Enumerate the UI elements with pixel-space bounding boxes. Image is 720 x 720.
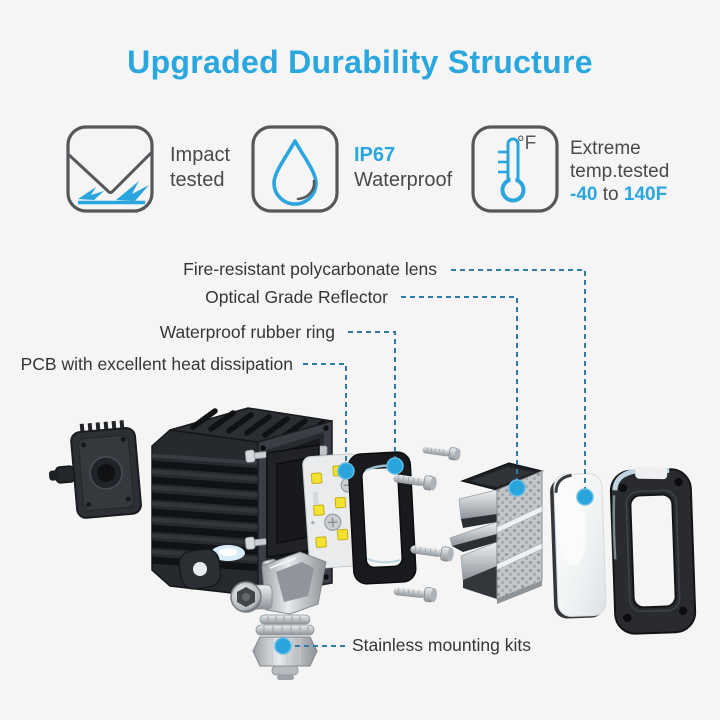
- feature-temperature-line1: Extreme: [570, 138, 641, 159]
- callout-label-ring: Waterproof rubber ring: [159, 322, 335, 342]
- impact-icon: [65, 124, 155, 214]
- part-reflector: [449, 462, 544, 604]
- thermometer-icon: [470, 124, 560, 214]
- callout-dot-reflector: [508, 479, 526, 497]
- callout-label-pcb: PCB with excellent heat dissipation: [20, 354, 293, 374]
- part-ring: [347, 451, 417, 585]
- callout-dot-ring: [386, 457, 404, 475]
- temp-range-low: -40: [570, 184, 598, 205]
- temp-range-high: 140F: [623, 184, 668, 205]
- feature-waterproof: IP67 Waterproof: [354, 143, 452, 193]
- feature-waterproof-line2: Waterproof: [354, 169, 453, 191]
- fahrenheit-unit-label: °F: [517, 133, 537, 154]
- feature-temperature: Extreme temp.tested -40 to 140F: [570, 137, 669, 206]
- temp-range-mid: to: [602, 184, 619, 205]
- page-title: Upgraded Durability Structure: [127, 44, 593, 80]
- feature-impact-line1: Impact: [170, 144, 231, 166]
- leader-line-pcb: [303, 363, 347, 463]
- feature-impact: Impact tested: [170, 143, 230, 193]
- part-back-plate: [48, 420, 142, 519]
- part-bezel: [609, 466, 697, 635]
- callout-dot-mount: [274, 637, 292, 655]
- leader-line-reflector: [401, 296, 518, 480]
- callout-dot-lens: [576, 488, 594, 506]
- feature-waterproof-line1: IP67: [354, 144, 396, 166]
- feature-temperature-range: -40 to 140F: [570, 183, 669, 206]
- leader-line-ring: [348, 331, 396, 458]
- callout-label-reflector: Optical Grade Reflector: [205, 287, 388, 307]
- callout-label-mount: Stainless mounting kits: [352, 635, 531, 655]
- feature-temperature-line2: temp.tested: [570, 161, 670, 182]
- part-screws: [393, 446, 461, 603]
- leader-line-lens: [451, 269, 586, 490]
- waterproof-drop-icon: [250, 124, 340, 214]
- feature-impact-line2: tested: [170, 169, 225, 191]
- part-mount-kit: [230, 551, 327, 680]
- part-lens: [550, 473, 607, 619]
- callout-dot-pcb: [337, 462, 355, 480]
- callout-label-lens: Fire-resistant polycarbonate lens: [183, 259, 437, 279]
